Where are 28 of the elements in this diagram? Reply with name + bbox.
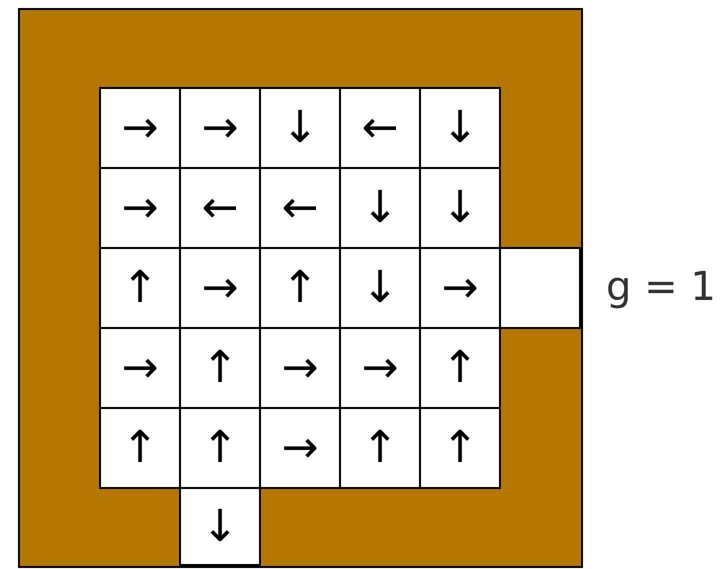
goal-cell <box>499 247 581 329</box>
grid-cell: ↑ <box>179 327 261 409</box>
grid-cell: → <box>179 87 261 169</box>
grid-cell: ↓ <box>339 247 421 329</box>
grid-cell: → <box>339 327 421 409</box>
grid-cell: ↑ <box>99 407 181 489</box>
goal-label: g = 1 <box>606 264 716 310</box>
grid-cell: ↑ <box>99 247 181 329</box>
grid-cell: ↓ <box>419 87 501 169</box>
grid-cell: → <box>99 167 181 249</box>
grid-cell: ↓ <box>179 487 261 566</box>
grid-cell: ↓ <box>339 167 421 249</box>
grid-cell: → <box>419 247 501 329</box>
grid-cell: ↓ <box>419 167 501 249</box>
grid-cell: ↑ <box>259 247 341 329</box>
grid-cell: → <box>259 407 341 489</box>
grid-cell: → <box>99 87 181 169</box>
grid-cell: ← <box>339 87 421 169</box>
grid-cell: → <box>99 327 181 409</box>
grid-cell: ↑ <box>179 407 261 489</box>
grid-cell: ← <box>259 167 341 249</box>
grid-cell: ↑ <box>339 407 421 489</box>
grid-cell: → <box>259 327 341 409</box>
grid-cell: ↓ <box>259 87 341 169</box>
grid-cell: → <box>179 247 261 329</box>
grid-cell: ↑ <box>419 327 501 409</box>
grid-cell: ← <box>179 167 261 249</box>
grid-cell: ↑ <box>419 407 501 489</box>
